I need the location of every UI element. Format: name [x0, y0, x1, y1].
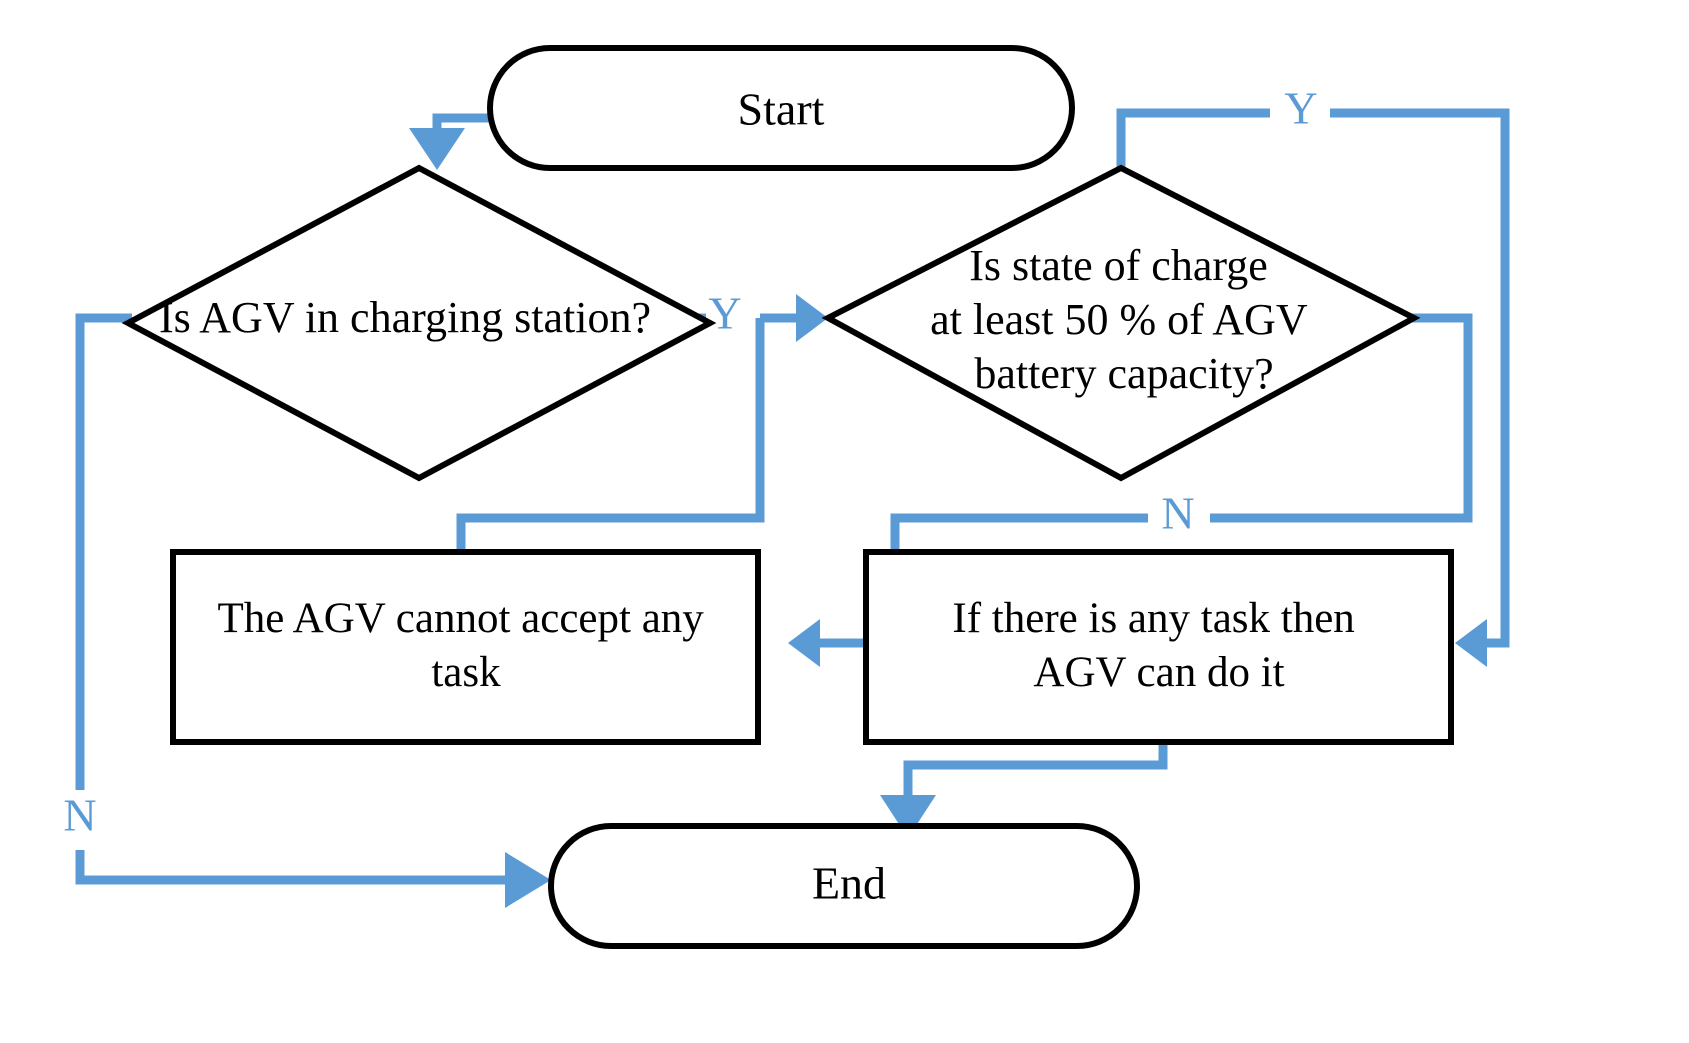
node-process-cannot-accept[interactable]: The AGV cannot accept any task [170, 549, 761, 745]
connector-charging-yes-branch-down [456, 318, 765, 552]
node-decision-charging-station-label: Is AGV in charging station? [159, 293, 651, 342]
edge-label-charging-station-yes: Y [708, 288, 741, 339]
node-process-cannot-accept-label: The AGV cannot accept any task [217, 595, 714, 696]
node-end-label: End [812, 858, 886, 909]
node-start[interactable]: Start [487, 45, 1075, 171]
connector-task-box-to-end [880, 742, 1168, 838]
node-decision-state-of-charge[interactable]: Is state of charge at least 50 % of AGV … [821, 164, 1421, 482]
edge-label-state-of-charge-yes: Y [1284, 83, 1317, 134]
node-decision-charging-station[interactable]: Is AGV in charging station? [121, 164, 717, 482]
node-decision-state-of-charge-label: Is state of charge at least 50 % of AGV … [930, 241, 1318, 398]
decision-soc-line-1: Is state of charge [969, 241, 1268, 290]
node-process-can-do-task[interactable]: If there is any task then AGV can do it [863, 549, 1454, 745]
connector-start-to-charging-decision [409, 113, 490, 170]
decision-soc-line-3: battery capacity? [974, 349, 1273, 398]
connector-charge-yes-to-task-box [1116, 108, 1510, 667]
edge-label-state-of-charge-no: N [1161, 488, 1194, 539]
connector-charging-no-to-end [75, 313, 551, 908]
process-can-do-task-line-1: If there is any task then [952, 595, 1354, 642]
edge-label-charging-station-no: N [63, 790, 96, 841]
node-end[interactable]: End [548, 823, 1140, 949]
node-start-label: Start [738, 84, 825, 135]
process-cannot-accept-line-1: The AGV cannot accept any [217, 595, 704, 642]
node-process-can-do-task-label: If there is any task then AGV can do it [952, 595, 1365, 696]
process-can-do-task-line-2: AGV can do it [1033, 649, 1284, 696]
process-cannot-accept-line-2: task [431, 649, 501, 696]
decision-soc-line-2: at least 50 % of AGV [930, 295, 1308, 344]
